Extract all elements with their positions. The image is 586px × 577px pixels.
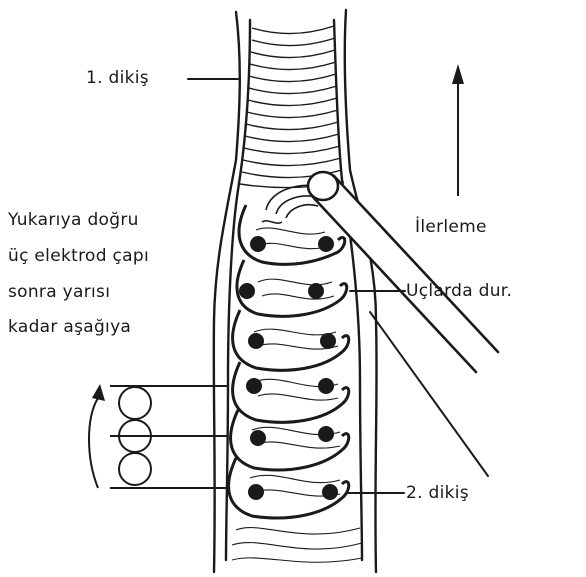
instruction-line-1: Yukarıya doğru [8, 208, 139, 233]
first-seam-ripples [240, 26, 344, 188]
advance-label: İlerleme [415, 215, 487, 240]
stop-at-ends-label: Uçlarda dur. [406, 279, 512, 304]
advance-arrow-icon [452, 64, 464, 196]
seam1-label: 1. dikiş [86, 66, 149, 91]
weave-pattern-icon [89, 384, 228, 488]
weave-crescents [229, 205, 349, 518]
seam2-label: 2. dikiş [406, 481, 469, 506]
weld-texture [232, 228, 362, 562]
instruction-line-3: sonra yarısı [8, 280, 110, 305]
electrode-rod [308, 172, 498, 372]
instruction-line-4: kadar aşağıya [8, 315, 131, 340]
instruction-line-2: üç elektrod çapı [8, 244, 149, 269]
